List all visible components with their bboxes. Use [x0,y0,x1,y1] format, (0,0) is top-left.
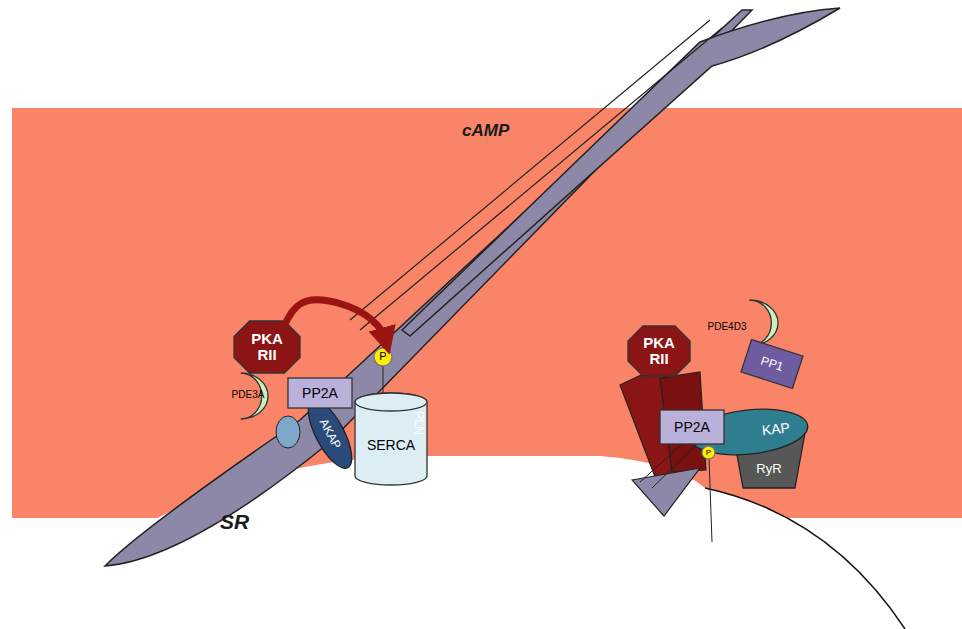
node-text: RyR [756,462,781,476]
phospho-site-shape [374,348,392,366]
anchor-tip [632,468,700,516]
cylinder-top [355,393,427,411]
phosphatase-box-shape [660,410,724,444]
pka-octagon: PKA RII [628,326,690,376]
pka-octagon-shape [628,326,690,376]
serca-cylinder: SERCA PLN [355,393,427,485]
akap-ellipse-shape [300,394,360,474]
pka-octagon: PKA RII [234,321,300,373]
phosphatase-box: PP2A [660,410,724,444]
node-text: P [379,351,386,363]
pde-crescent: PDE3A [226,373,268,419]
phospho-site: P [702,446,715,459]
serca-cylinder-shape [355,393,427,485]
node-text: P [706,448,711,456]
node-text: PKA RII [245,331,289,363]
phospho-site: P [374,348,392,366]
needle-line [350,20,722,330]
node-text: SERCA [367,438,415,453]
phosphatase-box-shape [741,339,803,388]
phospho-site-shape [702,446,715,459]
pde-crescent-shape [749,300,778,346]
anchor-needle [402,8,840,336]
phosphatase-box-shape [288,378,352,408]
ryr-channel-shape [733,433,805,488]
node-text: PDE4D3 [708,322,747,333]
node-text: PP2A [674,420,710,435]
node-text: PDE3A [232,390,265,401]
compartment-label: SR [220,510,249,534]
node-text: PP2A [302,386,338,401]
activation-arrow [285,300,386,344]
node-text: KAP [761,420,790,438]
phospho-stalk [709,458,712,542]
akap-blob [276,416,300,448]
node-text: PLN [413,411,426,434]
sr-outline [705,488,905,629]
pde-crescent: PDE4D3 [700,300,778,346]
pka-octagon-shape [234,321,300,373]
compartment-label: cAMP [462,121,509,141]
node-text: PKA RII [637,335,681,367]
phosphatase-box: PP2A [288,378,352,408]
